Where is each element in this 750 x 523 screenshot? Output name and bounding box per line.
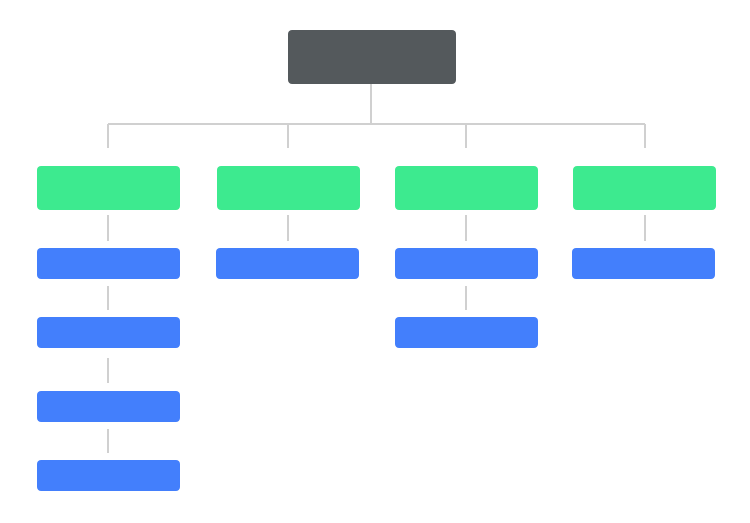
org-leaf-node-1-1[interactable]: [37, 248, 180, 279]
org-leaf-node-3-2[interactable]: [395, 317, 538, 348]
org-leaf-node-3-1[interactable]: [395, 248, 538, 279]
org-root-node[interactable]: [288, 30, 456, 84]
org-group-node-1[interactable]: [37, 166, 180, 210]
org-group-node-4[interactable]: [573, 166, 716, 210]
org-leaf-node-1-2[interactable]: [37, 317, 180, 348]
org-group-node-3[interactable]: [395, 166, 538, 210]
org-leaf-node-1-4[interactable]: [37, 460, 180, 491]
org-leaf-node-4-1[interactable]: [572, 248, 715, 279]
org-leaf-node-1-3[interactable]: [37, 391, 180, 422]
org-leaf-node-2-1[interactable]: [216, 248, 359, 279]
org-group-node-2[interactable]: [217, 166, 360, 210]
